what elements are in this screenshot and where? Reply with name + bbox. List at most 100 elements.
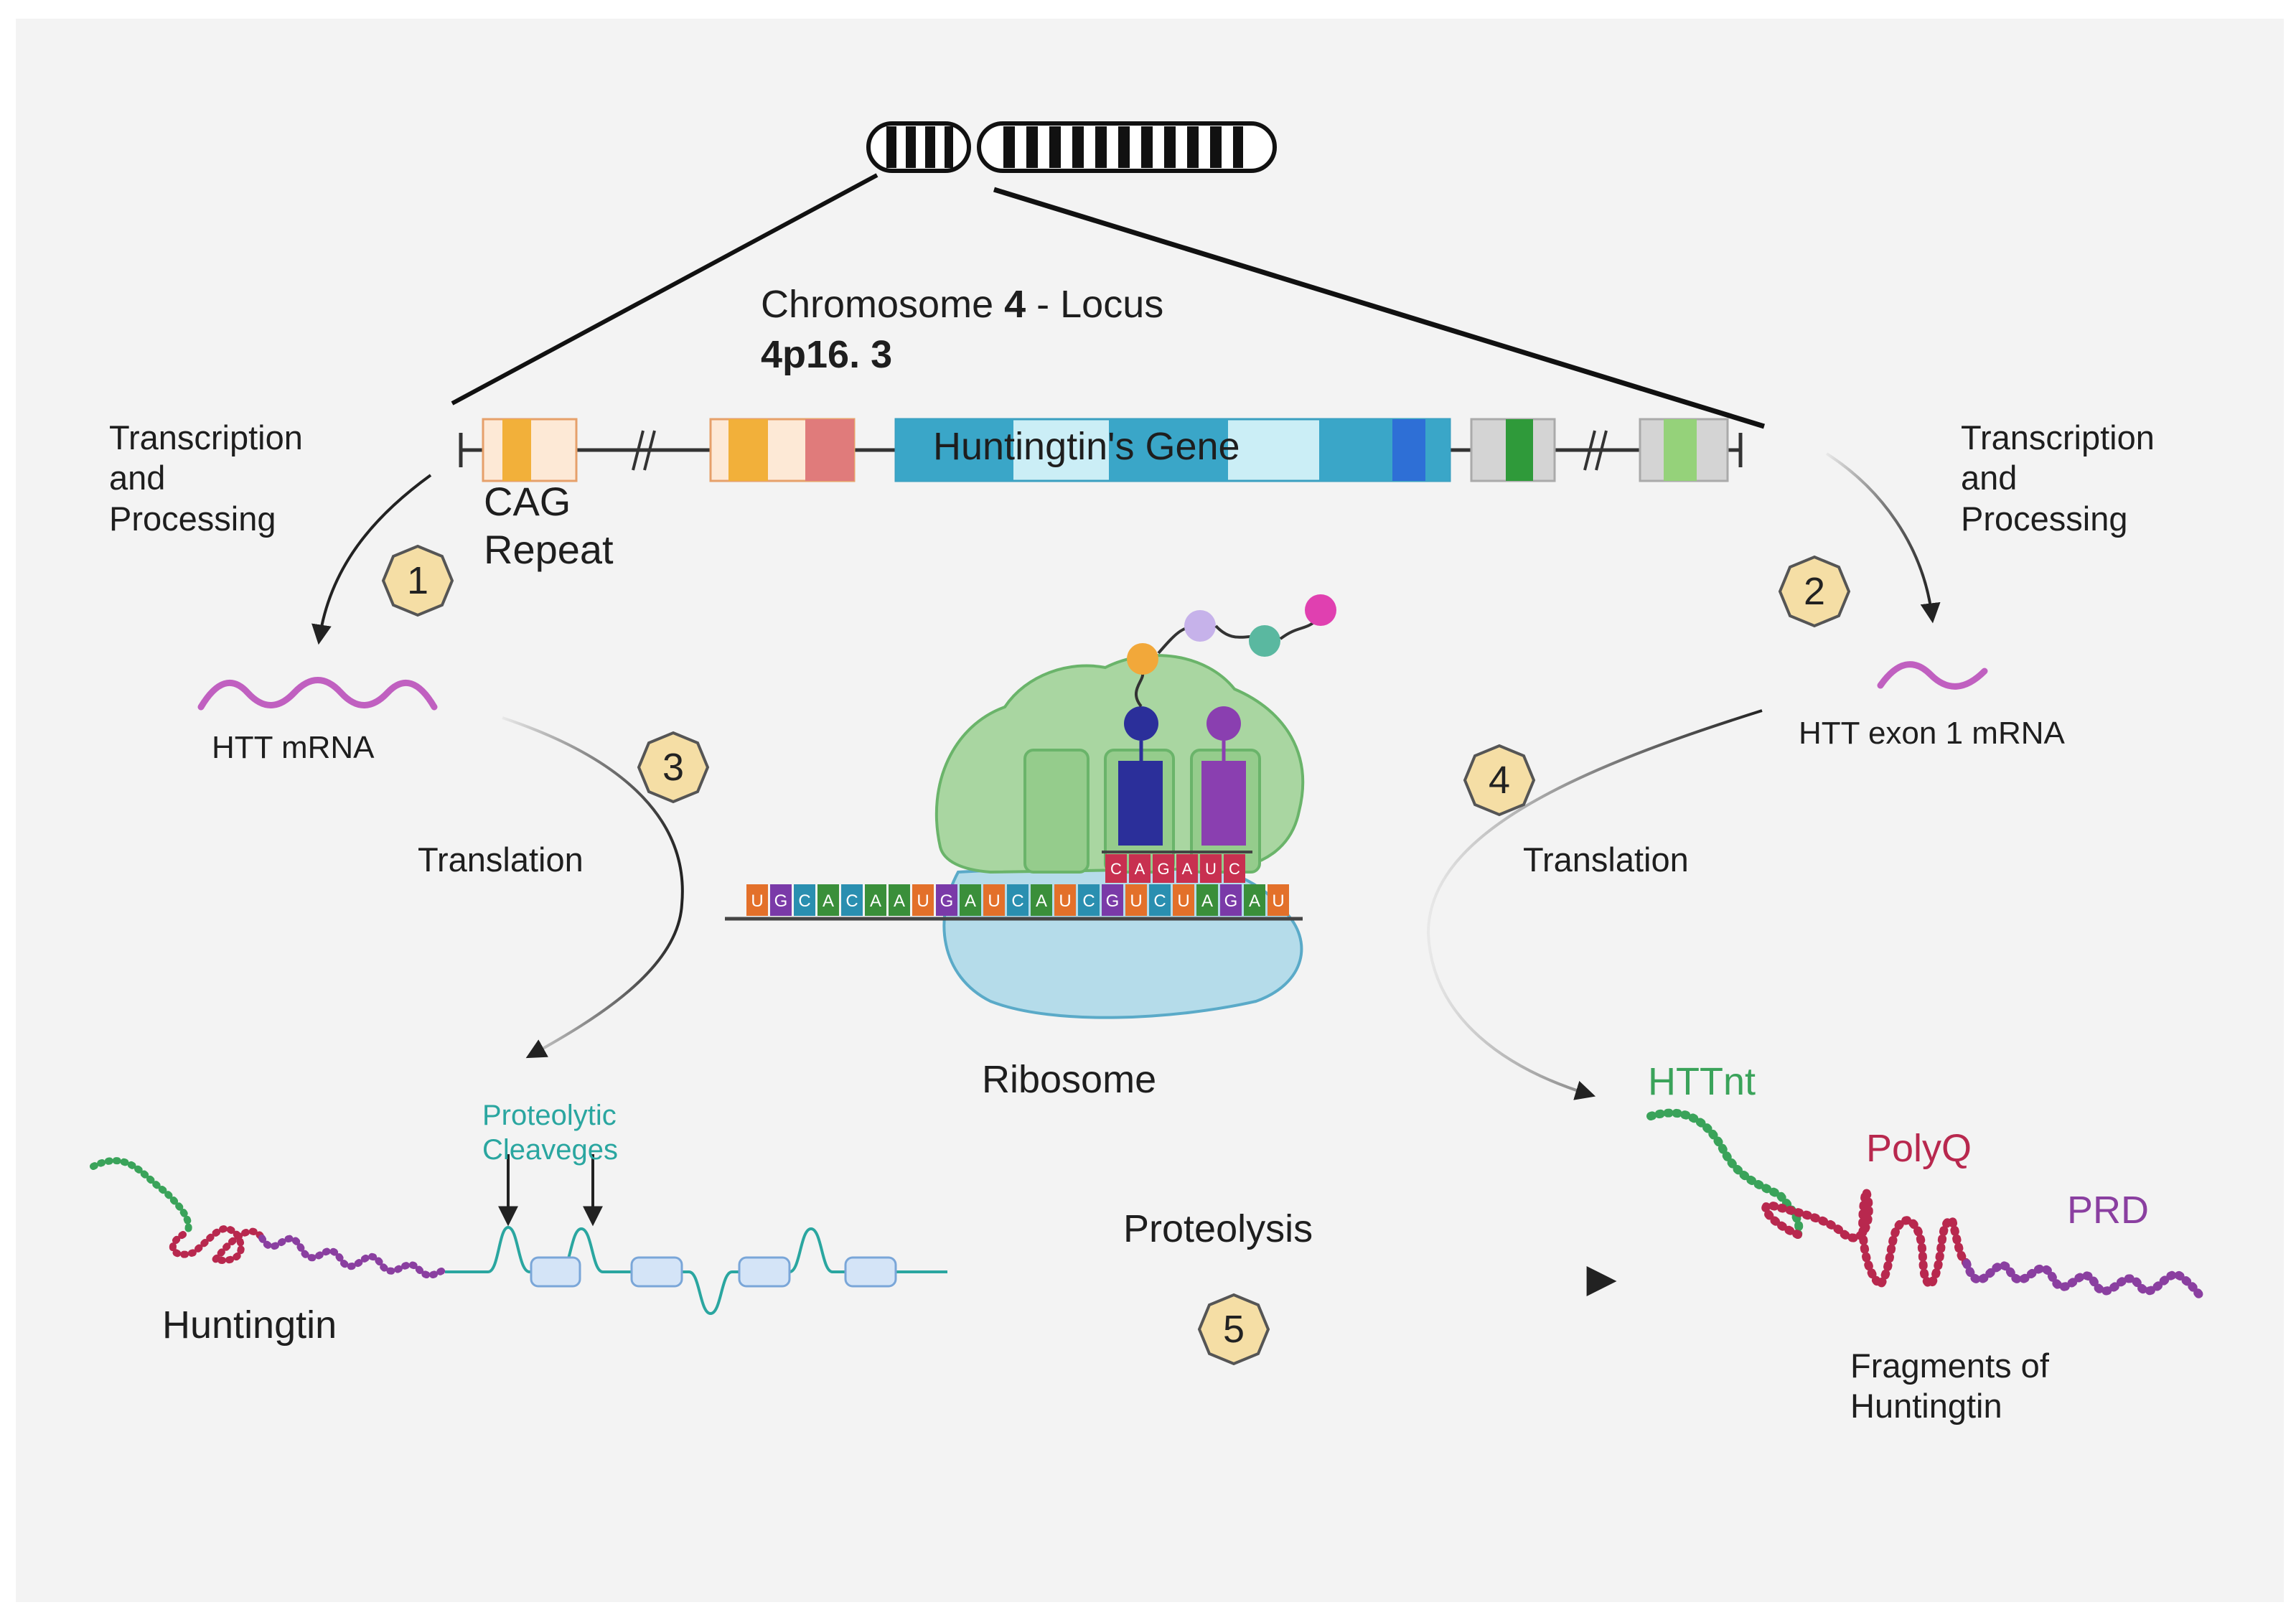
htt-mrna-wave: [197, 677, 438, 711]
codon-nucleotide: A: [1196, 884, 1218, 916]
huntingtin-protein-icon: [90, 1154, 947, 1316]
htt-mrna-label: HTT mRNA: [212, 730, 375, 765]
htt-exon1-mrna-label: HTT exon 1 mRNA: [1799, 716, 2065, 751]
left-transcription-label: Transcription and Processing: [109, 418, 303, 538]
codon-nucleotide: G: [1102, 884, 1123, 916]
codon-nucleotide: G: [1220, 884, 1242, 916]
codon-nucleotide: U: [1173, 884, 1194, 916]
transcription-arrow-right: [1825, 452, 1941, 624]
svg-text:U: U: [917, 891, 929, 911]
cag-repeat-label: CAG Repeat: [484, 479, 614, 573]
codon-nucleotide: U: [1268, 884, 1289, 916]
polyq-domain-label: PolyQ: [1866, 1127, 1972, 1170]
gene-track: [459, 418, 1743, 482]
codon-nucleotide: A: [817, 884, 839, 916]
zoom-line-right: [993, 187, 1766, 429]
svg-text:A: A: [965, 891, 976, 911]
codon-nucleotide: C: [841, 884, 863, 916]
svg-text:A: A: [1135, 860, 1145, 878]
svg-text:G: G: [1106, 891, 1120, 911]
svg-text:G: G: [940, 891, 954, 911]
svg-text:C: C: [1153, 891, 1166, 911]
svg-text:C: C: [845, 891, 858, 911]
svg-text:C: C: [798, 891, 810, 911]
translation-arrow-left: [502, 716, 684, 1059]
chromosome-title-suffix: - Locus: [1026, 283, 1164, 326]
svg-text:G: G: [1157, 860, 1169, 878]
anticodon-nucleotide: A: [1176, 854, 1198, 883]
chromosome-number: 4: [1004, 283, 1026, 326]
codon-nucleotide: U: [746, 884, 768, 916]
step-badge-5: 5: [1196, 1292, 1271, 1367]
svg-text:G: G: [1224, 891, 1238, 911]
codon-nucleotide: U: [1125, 884, 1147, 916]
svg-text:G: G: [774, 891, 788, 911]
codon-nucleotide: C: [1007, 884, 1028, 916]
svg-text:A: A: [1249, 891, 1260, 911]
codon-nucleotide: C: [1078, 884, 1100, 916]
right-translation-label: Translation: [1523, 841, 1689, 879]
codon-nucleotide: A: [889, 884, 910, 916]
codon-nucleotide: G: [770, 884, 792, 916]
step-badge-3: 3: [636, 730, 711, 805]
svg-text:A: A: [1036, 891, 1047, 911]
svg-text:U: U: [988, 891, 1000, 911]
anticodon-nucleotide: U: [1200, 854, 1222, 883]
codon-nucleotide: C: [794, 884, 815, 916]
gene-name-label: Huntingtin's Gene: [933, 425, 1240, 468]
codon-nucleotide: A: [1031, 884, 1052, 916]
chromosome-band: 4p16. 3: [761, 333, 893, 376]
htt-exon1-mrna-wave: [1877, 661, 1988, 690]
fragments-label: Fragments of Huntingtin: [1850, 1347, 2049, 1425]
codon-nucleotide: A: [1244, 884, 1265, 916]
left-translation-label: Translation: [418, 841, 584, 879]
svg-text:U: U: [1205, 860, 1217, 878]
svg-text:U: U: [1059, 891, 1071, 911]
codon-nucleotide: U: [1054, 884, 1076, 916]
proteolysis-label: Proteolysis: [1123, 1207, 1313, 1250]
svg-text:A: A: [823, 891, 834, 911]
translation-arrow-right: [1426, 709, 1763, 1100]
svg-text:A: A: [894, 891, 905, 911]
anticodon-nucleotide: A: [1129, 854, 1151, 883]
svg-text:U: U: [1130, 891, 1142, 911]
codon-nucleotide: A: [865, 884, 886, 916]
httnt-domain-label: HTTnt: [1648, 1060, 1756, 1103]
huntingtin-label: Huntingtin: [162, 1303, 337, 1347]
ribosome-label: Ribosome: [982, 1058, 1157, 1101]
anticodon-nucleotide: G: [1153, 854, 1174, 883]
svg-text:C: C: [1229, 860, 1240, 878]
cleavage-label: Proteolytic Cleaveges: [482, 1100, 619, 1166]
chromosome-title-prefix: Chromosome: [761, 283, 1005, 326]
svg-text:C: C: [1011, 891, 1023, 911]
transcription-arrow-left: [311, 474, 432, 645]
svg-text:U: U: [1272, 891, 1284, 911]
step-badge-1: 1: [380, 543, 455, 618]
codon-nucleotide: U: [912, 884, 934, 916]
right-transcription-label: Transcription and Processing: [1961, 418, 2155, 538]
svg-text:C: C: [1082, 891, 1095, 911]
svg-text:C: C: [1110, 860, 1122, 878]
svg-text:U: U: [751, 891, 763, 911]
codon-nucleotide: A: [960, 884, 981, 916]
chromosome-title: Chromosome 4 - Locus: [761, 281, 1163, 328]
step-badge-4: 4: [1462, 743, 1537, 818]
step-badge-2: 2: [1777, 554, 1852, 629]
codon-nucleotide: G: [936, 884, 957, 916]
anticodon-nucleotide: C: [1224, 854, 1245, 883]
zoom-line-left: [451, 173, 878, 406]
prd-domain-label: PRD: [2067, 1189, 2150, 1232]
svg-text:A: A: [1182, 860, 1193, 878]
anticodon-nucleotide: C: [1105, 854, 1127, 883]
svg-text:A: A: [1201, 891, 1213, 911]
huntingtin-fragment-icon: [1646, 1108, 2208, 1303]
svg-text:A: A: [870, 891, 881, 911]
svg-text:U: U: [1177, 891, 1189, 911]
chromosome-4-icon: [866, 121, 1277, 173]
codon-nucleotide: U: [983, 884, 1005, 916]
codon-nucleotide: C: [1149, 884, 1171, 916]
